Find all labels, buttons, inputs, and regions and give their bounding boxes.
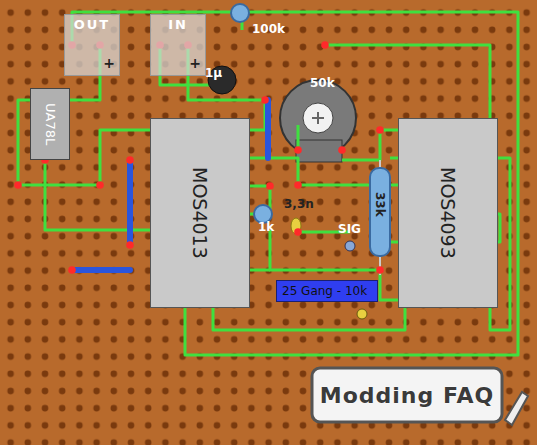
polarity-mark: + [103,55,115,71]
polarity-mark: + [189,55,201,71]
solder-pad [266,182,274,190]
solder-pad [68,266,76,274]
terminal-name: OUT [65,17,119,32]
part-name: 25 Gang - 10k [282,284,372,298]
solder-pad [261,96,269,104]
ic-chip: MOS4093 [398,118,498,308]
part-value: 100k [252,22,285,36]
solder-pad [126,241,134,249]
solder-pad [376,266,384,274]
watermark: Modding FAQ [320,383,494,408]
solder-pad [14,181,22,189]
part-name: MOS4093 [437,167,459,259]
voltage-regulator: UA78L [30,88,70,160]
solder-pad [294,228,302,236]
part-name: MOS4013 [189,167,211,259]
ic-chip: MOS4013 [150,118,250,308]
part-value: 33k [373,192,387,217]
solder-pad [126,156,134,164]
solder-pad [294,181,302,189]
wire-traces [18,12,518,355]
part-name: UA78L [43,103,58,145]
terminal-block: IN + [150,14,206,76]
resistor-symbol [231,4,249,22]
watermark-frame [312,368,502,422]
part-value: 50k [310,76,335,90]
signal-name: SIG [338,222,361,236]
part-value: 1k [258,220,274,234]
solder-pad [376,126,384,134]
terminal-name: IN [151,17,205,32]
part-value: 1µ [205,66,222,80]
part-value: 3,3n [284,197,314,211]
solder-pad [96,181,104,189]
resistor-symbol [370,168,390,256]
trimmer-box: 25 Gang - 10k [276,280,378,302]
solder-pad [294,146,302,154]
terminal-block: OUT + [64,14,120,76]
solder-pad [338,146,346,154]
solder-pad [321,41,329,49]
